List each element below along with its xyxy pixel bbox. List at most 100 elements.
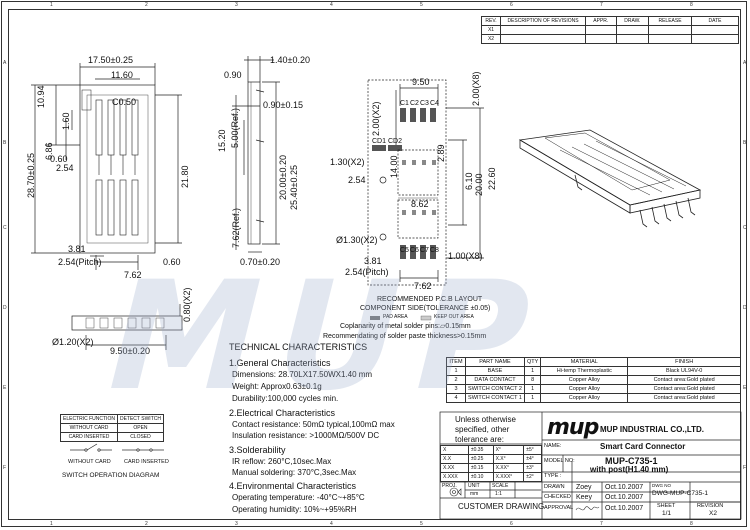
table-row: 2 DATA CONTACT 8 Copper Alloy Contact ar… bbox=[446, 375, 741, 385]
pcb-note-coplanarity: Coplanarity of metal solder pins:▱0.15mm bbox=[340, 323, 471, 330]
parts-header-item: ITEM bbox=[446, 357, 466, 367]
parts-header-finish: FINISH bbox=[627, 357, 741, 367]
tech-s4-title: 4.Environmental Characteristics bbox=[229, 481, 357, 491]
zone-row-b: B bbox=[3, 140, 7, 146]
approval-label: APPROVAL bbox=[544, 505, 574, 511]
zone-row-f-right: F bbox=[743, 465, 747, 471]
table-row: X.XXX ±0.10 X.XXX° ±2° bbox=[440, 472, 542, 482]
unit-value: mm bbox=[470, 491, 479, 497]
zone-col-6-bottom: 6 bbox=[510, 521, 513, 527]
switch-header-detect: DETECT SWITCH bbox=[116, 414, 164, 424]
dim-15-20: 15.20 bbox=[217, 129, 227, 152]
label-cd1: CD1 bbox=[372, 138, 387, 145]
switch-row-open: OPEN bbox=[116, 423, 164, 433]
name-label: NAME: bbox=[544, 443, 562, 449]
dim-20-00: 20.00±0.20 bbox=[278, 155, 288, 200]
tech-s2-title: 2.Electrical Characteristics bbox=[229, 408, 336, 418]
table-row: X.X ±0.25 X.X° ±4° bbox=[440, 454, 542, 464]
bottom-view bbox=[71, 304, 183, 350]
label-cd2: CD2 bbox=[388, 138, 403, 145]
parts-header-qty: QTY bbox=[523, 357, 542, 367]
inner-frame bbox=[8, 9, 741, 520]
dim-7-62-pcb: 7.62 bbox=[414, 281, 432, 291]
zone-row-f: F bbox=[3, 465, 7, 471]
zone-row-e-right: E bbox=[743, 385, 747, 391]
zone-col-1: 1 bbox=[50, 2, 53, 8]
tech-s4-temperature: Operating temperature: -40°C~+85°C bbox=[232, 493, 365, 502]
dim-2-54-pcb: 2.54 bbox=[348, 175, 366, 185]
product-name: Smart Card Connector bbox=[600, 442, 686, 451]
zone-col-1-bottom: 1 bbox=[50, 521, 53, 527]
switch-diagram-symbols bbox=[70, 443, 164, 452]
zone-col-3-bottom: 3 bbox=[235, 521, 238, 527]
checked-date: Oct.10.2007 bbox=[605, 494, 644, 501]
dim-2-00-x2: 2.00(X2) bbox=[371, 101, 381, 136]
dwg-label: DWG NO bbox=[652, 483, 671, 488]
zone-col-8: 8 bbox=[690, 2, 693, 8]
label-c2: C2 bbox=[410, 100, 419, 107]
drawn-label: DRAWN bbox=[544, 484, 565, 490]
parts-table: ITEM PART NAME QTY MATERIAL FINISH 1 BAS… bbox=[446, 357, 741, 403]
dim-25-40: 25.40±0.25 bbox=[289, 165, 299, 210]
pcb-layout-title: RECOMMENDED P.C.B LAYOUT bbox=[377, 296, 483, 303]
scale-value: 1:1 bbox=[495, 491, 502, 497]
model-subtitle: with post(H1.40 mm) bbox=[590, 465, 669, 474]
sheet-value: 1/1 bbox=[662, 510, 672, 517]
zone-row-e: E bbox=[3, 385, 7, 391]
tech-s2-contact: Contact resistance: 50mΩ typical,100mΩ m… bbox=[232, 420, 395, 429]
table-row: X.XX ±0.15 X.XX° ±3° bbox=[440, 463, 542, 473]
dim-21-80: 21.80 bbox=[180, 165, 190, 188]
type-label: TYPE : bbox=[544, 473, 562, 479]
table-row: 1 BASE 1 Hi-temp Thermoplastic Black UL9… bbox=[446, 366, 741, 376]
zone-col-4: 4 bbox=[330, 2, 333, 8]
tech-s3-manual: Manual soldering: 370°C,3sec.Max bbox=[232, 468, 357, 477]
pcb-note-solder-paste: Recommendating of solder paste thickness… bbox=[323, 333, 487, 340]
dwg-number: DWG-MUP-C735-1 bbox=[652, 490, 708, 497]
pad-area-swatch bbox=[370, 316, 380, 320]
zone-col-7: 7 bbox=[600, 2, 603, 8]
label-c8: C8 bbox=[430, 247, 439, 254]
switch-function-table: ELECTRIC FUNCTION DETECT SWITCH WITHOUT … bbox=[60, 414, 164, 442]
label-c6: C6 bbox=[410, 247, 419, 254]
dim-7-62-ref: 7.62(Ref.) bbox=[231, 207, 241, 248]
dim-8-62: 8.62 bbox=[411, 199, 429, 209]
dim-c0-50: C0.50 bbox=[112, 97, 137, 107]
tech-s1-title: 1.General Characteristics bbox=[229, 358, 331, 368]
switch-label-without-card: WITHOUT CARD bbox=[68, 459, 111, 465]
model-number: MUP-C735-1 bbox=[605, 456, 658, 466]
tech-title: TECHNICAL CHARACTERISTICS bbox=[229, 342, 368, 352]
zone-row-d-right: D bbox=[743, 305, 747, 311]
revision-label: REVISION bbox=[697, 503, 724, 509]
label-c5: C5 bbox=[400, 247, 409, 254]
drawn-by: Zoey bbox=[576, 484, 592, 491]
dim-1-60: 1.60 bbox=[61, 112, 71, 130]
revision-value: X2 bbox=[709, 510, 717, 517]
switch-row-closed: CLOSED bbox=[116, 432, 164, 442]
dim-1-30-x2: 1.30(X2) bbox=[330, 157, 365, 167]
table-row: X ±0.35 X° ±5° bbox=[440, 445, 542, 455]
label-c1: C1 bbox=[400, 100, 409, 107]
keep-out-label: KEEP OUT AREA bbox=[434, 314, 474, 320]
model-label: MODEL NO: bbox=[544, 458, 575, 464]
dim-1-00-x8: 1.00(X8) bbox=[448, 251, 483, 261]
approval-date: Oct.10.2007 bbox=[605, 505, 644, 512]
dim-6-10: 6.10 bbox=[464, 172, 474, 190]
zone-col-5-bottom: 5 bbox=[420, 521, 423, 527]
dim-3-81-pcb: 3.81 bbox=[364, 256, 382, 266]
dim-dia-1-30: Ø1.30(X2) bbox=[336, 235, 378, 245]
dim-0-90-side: 0.90±0.15 bbox=[263, 100, 303, 110]
pcb-layout-view bbox=[367, 79, 484, 286]
dim-dia-1-20: Ø1.20(X2) bbox=[52, 337, 94, 347]
zone-col-5: 5 bbox=[420, 2, 423, 8]
dim-7-62: 7.62 bbox=[124, 270, 142, 280]
drawn-date: Oct.10.2007 bbox=[605, 484, 644, 491]
zone-col-8-bottom: 8 bbox=[690, 521, 693, 527]
dim-10-94: 10.94 bbox=[36, 85, 46, 108]
dim-2-00-x8: 2.00(X8) bbox=[471, 71, 481, 106]
zone-row-a-right: A bbox=[743, 60, 747, 66]
dim-20-00-pcb: 20.00 bbox=[474, 173, 484, 196]
dim-2-54-pitch: 2.54(Pitch) bbox=[58, 257, 102, 267]
tech-s1-durability: Durability:100,000 cycles min. bbox=[232, 394, 339, 403]
tech-s3-title: 3.Solderability bbox=[229, 445, 286, 455]
